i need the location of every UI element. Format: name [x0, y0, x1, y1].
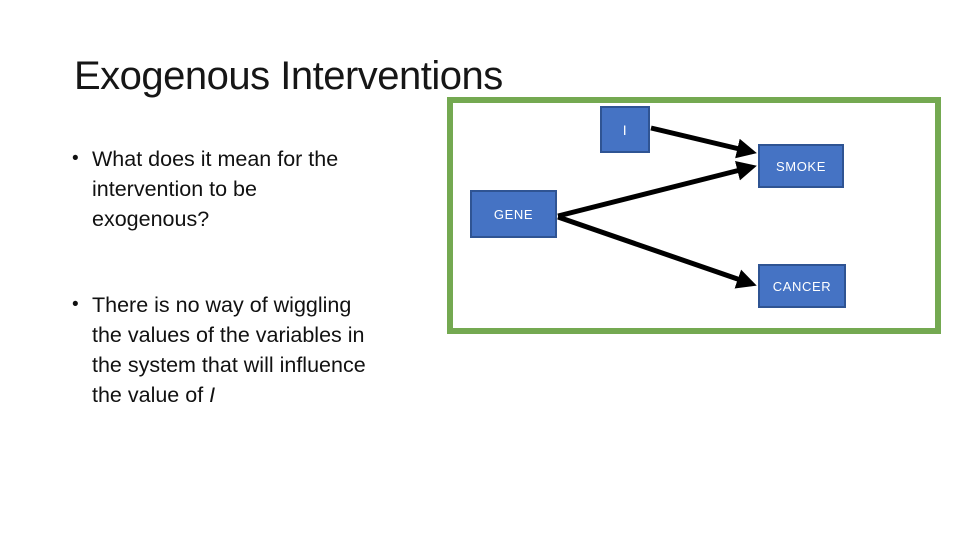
- variable-i-italic: I: [209, 383, 216, 407]
- bullet-line: the system that will influence: [92, 353, 366, 377]
- bullet-1-text: What does it mean for the intervention t…: [92, 144, 444, 234]
- bullet-line-text: the value of: [92, 383, 210, 407]
- node-intervention: I: [600, 106, 650, 153]
- bullet-line: the values of the variables in: [92, 323, 365, 347]
- bullet-line: the value of I: [92, 380, 444, 410]
- bullet-icon: •: [72, 148, 79, 169]
- node-smoke: SMOKE: [758, 144, 844, 188]
- node-label: GENE: [493, 206, 534, 222]
- node-label: CANCER: [772, 278, 832, 294]
- node-cancer: CANCER: [758, 264, 846, 308]
- bullet-icon: •: [72, 294, 79, 315]
- node-label: SMOKE: [776, 158, 826, 174]
- bullet-line: There is no way of wiggling: [92, 293, 352, 317]
- slide-title: Exogenous Interventions: [74, 54, 503, 98]
- bullet-list: • What does it mean for the intervention…: [72, 144, 444, 410]
- bullet-2-text: There is no way of wiggling the values o…: [92, 290, 444, 410]
- bullet-line: exogenous?: [92, 207, 210, 231]
- bullet-line: intervention to be: [92, 177, 257, 201]
- bullet-item-2: • There is no way of wiggling the values…: [72, 290, 444, 410]
- bullet-item-1: • What does it mean for the intervention…: [72, 144, 444, 234]
- bullet-line: What does it mean for the: [92, 147, 339, 171]
- node-label: I: [622, 121, 628, 138]
- node-gene: GENE: [470, 190, 557, 238]
